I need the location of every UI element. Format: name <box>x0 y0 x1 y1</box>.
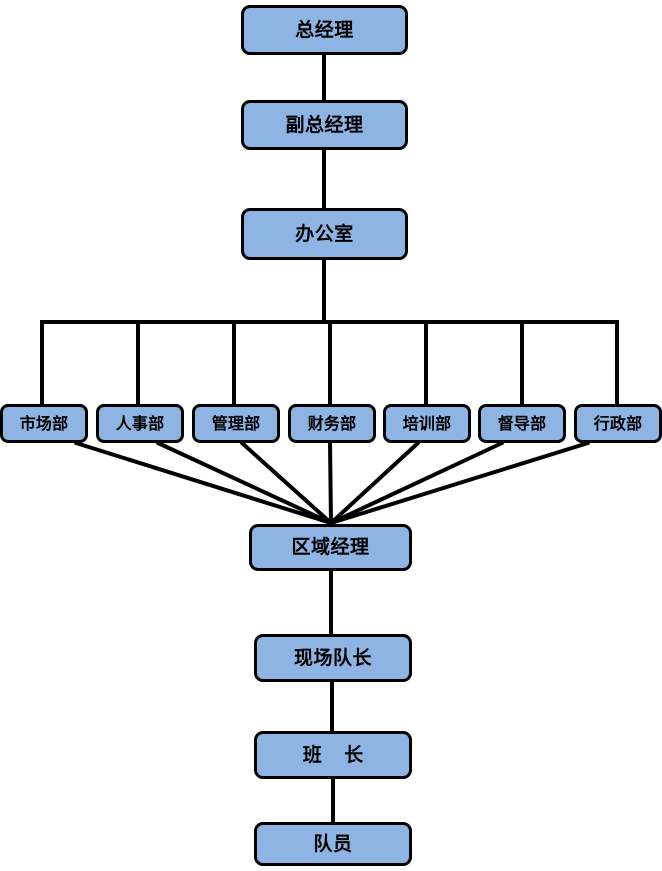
edge-dept5-to-regional <box>329 441 420 525</box>
edge-dept2-to-regional <box>156 441 333 525</box>
node-department-marketing[interactable]: 市场部 <box>0 404 88 443</box>
node-office[interactable]: 办公室 <box>241 208 408 260</box>
node-department-training[interactable]: 培训部 <box>383 404 471 443</box>
node-squad-leader[interactable]: 班 长 <box>254 731 412 779</box>
edge-dept6-to-regional <box>329 441 504 525</box>
node-general-manager[interactable]: 总经理 <box>241 5 408 55</box>
node-department-administration[interactable]: 行政部 <box>574 404 662 443</box>
edge-dept4-to-regional <box>328 441 333 525</box>
node-team-member[interactable]: 队员 <box>254 822 412 866</box>
node-department-human-resources[interactable]: 人事部 <box>96 404 184 443</box>
node-department-supervision[interactable]: 督导部 <box>478 404 566 443</box>
node-deputy-general-manager[interactable]: 副总经理 <box>241 100 408 150</box>
edge-dept3-to-regional <box>240 441 333 525</box>
node-department-finance[interactable]: 财务部 <box>288 404 376 443</box>
node-department-management[interactable]: 管理部 <box>192 404 280 443</box>
edge-dept7-to-regional <box>329 441 590 525</box>
edge-dept1-to-regional <box>74 441 333 525</box>
node-site-captain[interactable]: 现场队长 <box>254 634 412 682</box>
node-regional-manager[interactable]: 区域经理 <box>249 524 412 571</box>
